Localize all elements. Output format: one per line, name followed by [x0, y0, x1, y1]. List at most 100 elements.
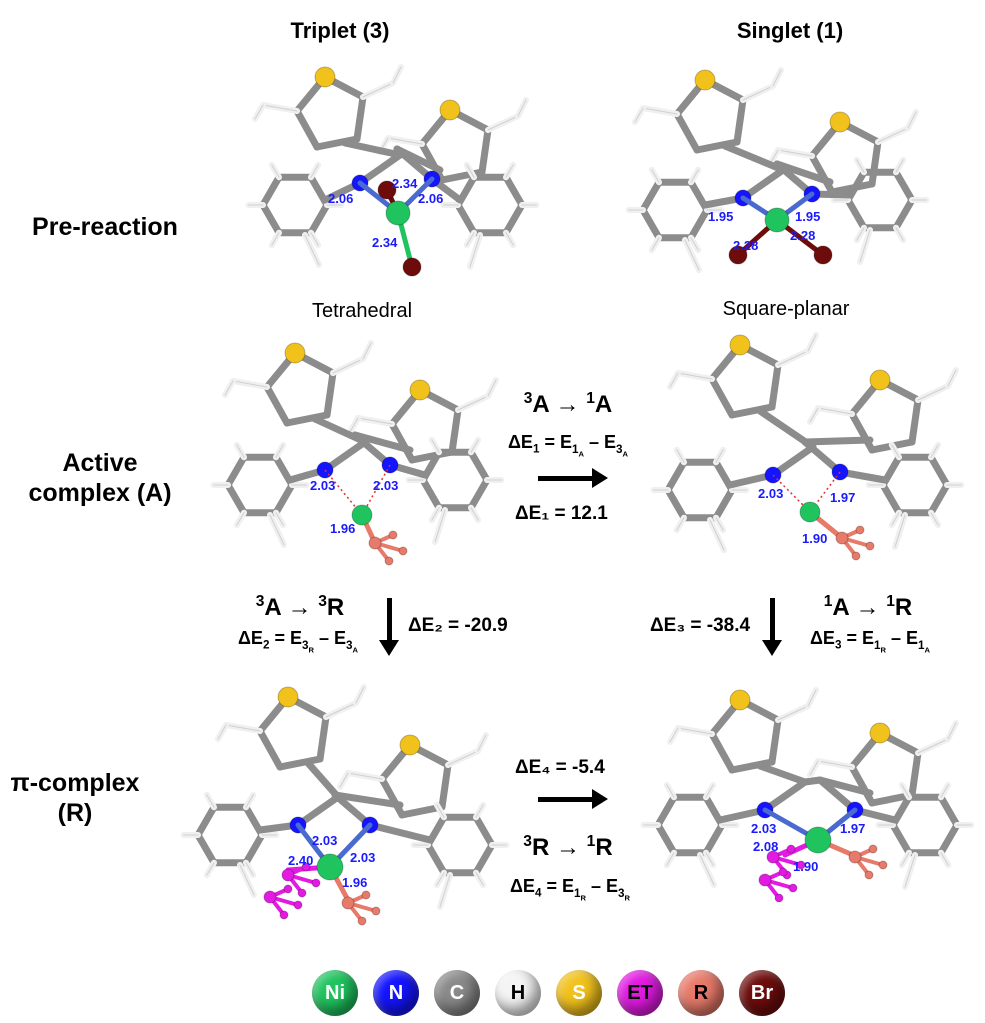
sulfur-atom [869, 722, 891, 744]
hydrogen-outline [325, 702, 357, 718]
hydrogen-outline [705, 852, 714, 866]
t4-eq-s2b: R [624, 892, 631, 902]
bromine-atom [813, 245, 833, 265]
ring-bond [664, 486, 688, 522]
t3-arrow-glyph: → [855, 594, 880, 621]
bond [801, 436, 874, 446]
t2-state-left: A [264, 594, 281, 621]
thiophene-bond [908, 396, 922, 446]
ring-bond [889, 821, 913, 857]
hydrogen-outline [809, 407, 819, 423]
legend-item-c: C [434, 970, 480, 1016]
molecule-pi-triplet: 2.032.032.401.96 [180, 684, 510, 926]
t4-eq-idx: 4 [534, 886, 542, 900]
hydrogen-outline [487, 115, 519, 131]
t2-state-right: R [326, 594, 345, 621]
thiophene-bond [263, 383, 291, 427]
t3-state-left: A [832, 594, 849, 621]
nickel-atom [316, 853, 344, 881]
sulfur-atom [729, 334, 751, 356]
hydrogen-outline [275, 512, 284, 526]
thiophene-bond [438, 168, 486, 184]
hydrogen-outline [777, 705, 809, 721]
hydrogen-outline [895, 159, 904, 173]
value-t4: ΔE₄ = -5.4 [515, 757, 605, 778]
t3-eq-s1b: R [880, 644, 886, 654]
thiophene-bond [293, 107, 321, 151]
bond [773, 160, 834, 186]
thiophene-bond [733, 96, 747, 146]
hydrogen-outline [262, 104, 298, 112]
thiophene-bond [908, 749, 922, 799]
hydrogen-outline [387, 137, 423, 145]
equation-t1: ΔE1 = E1A – E3A [498, 432, 638, 458]
hydrogen-outline [651, 237, 660, 251]
t2-spin-left: 3 [255, 593, 265, 610]
ring-bond [419, 476, 443, 512]
column-header-singlet: Singlet (1) [736, 18, 844, 43]
bond [341, 139, 404, 159]
fragment-atom [361, 890, 371, 900]
nickel-atom [385, 200, 411, 226]
equation-t4: ΔE4 = E1R – E3R [495, 876, 645, 902]
row-label-active-line1: Active [62, 449, 138, 477]
t3-spin-right: 1 [886, 593, 895, 610]
distance-label: 2.03 [312, 833, 337, 848]
hydrogen-outline [239, 864, 255, 896]
t2-eq-minus: – E [313, 628, 347, 648]
thiophene-bond [728, 403, 776, 419]
fragment-atom [279, 910, 289, 920]
bromine-atom [728, 245, 748, 265]
hydrogen-outline [436, 804, 445, 818]
thiophene-bond [708, 375, 736, 419]
distance-label: 1.95 [795, 209, 820, 224]
fragment-atom [766, 850, 780, 864]
bond [761, 778, 809, 814]
t4-eq-s1b: R [580, 892, 586, 902]
distance-label: 2.28 [733, 238, 758, 253]
ring-bond [259, 173, 283, 209]
hydrogen-outline [705, 784, 714, 798]
hydrogen-outline [676, 449, 685, 463]
ring-bond [194, 831, 218, 867]
ring-bond [467, 476, 491, 512]
sulfur-atom [399, 734, 421, 756]
legend-item-n: N [373, 970, 419, 1016]
hydrogen-outline [677, 727, 713, 735]
ni-n-contact [772, 474, 811, 513]
hydrogen-outline [466, 232, 475, 246]
hydrogen-outline [666, 852, 675, 866]
thiophene-bond [276, 755, 324, 771]
bond [321, 438, 369, 474]
thiophene-bond [316, 713, 330, 763]
hydrogen-outline [715, 517, 724, 531]
hydrogen-outline [436, 872, 445, 886]
ring-bond [224, 453, 248, 489]
t2-eq-s1b: R [308, 644, 314, 654]
value-t1: ΔE₁ = 12.1 [515, 503, 608, 524]
fragment-atom [835, 531, 849, 545]
hydrogen-outline [357, 417, 393, 425]
hydrogen-outline [217, 724, 227, 740]
t1-spin-left: 3 [523, 390, 533, 407]
hydrogen-outline [930, 444, 939, 458]
fragment-atom [368, 536, 382, 550]
hydrogen-outline [457, 395, 489, 411]
hydrogen-outline [254, 104, 264, 120]
bromine-atom [377, 180, 397, 200]
hydrogen-outline [677, 372, 713, 380]
hydrogen-outline [505, 164, 514, 178]
ring-bond [307, 201, 331, 237]
fragment-atom [878, 860, 888, 870]
hydrogen-outline [895, 227, 904, 241]
hydrogen-outline [669, 727, 679, 743]
hydrogen-outline [362, 342, 372, 360]
sulfur-atom [409, 379, 431, 401]
fragment-atom [758, 873, 772, 887]
thiophene-bond [378, 775, 406, 819]
t4-eq-s1: 1 [573, 886, 581, 900]
arrow-t4 [538, 789, 608, 809]
ring-bond [502, 201, 526, 237]
